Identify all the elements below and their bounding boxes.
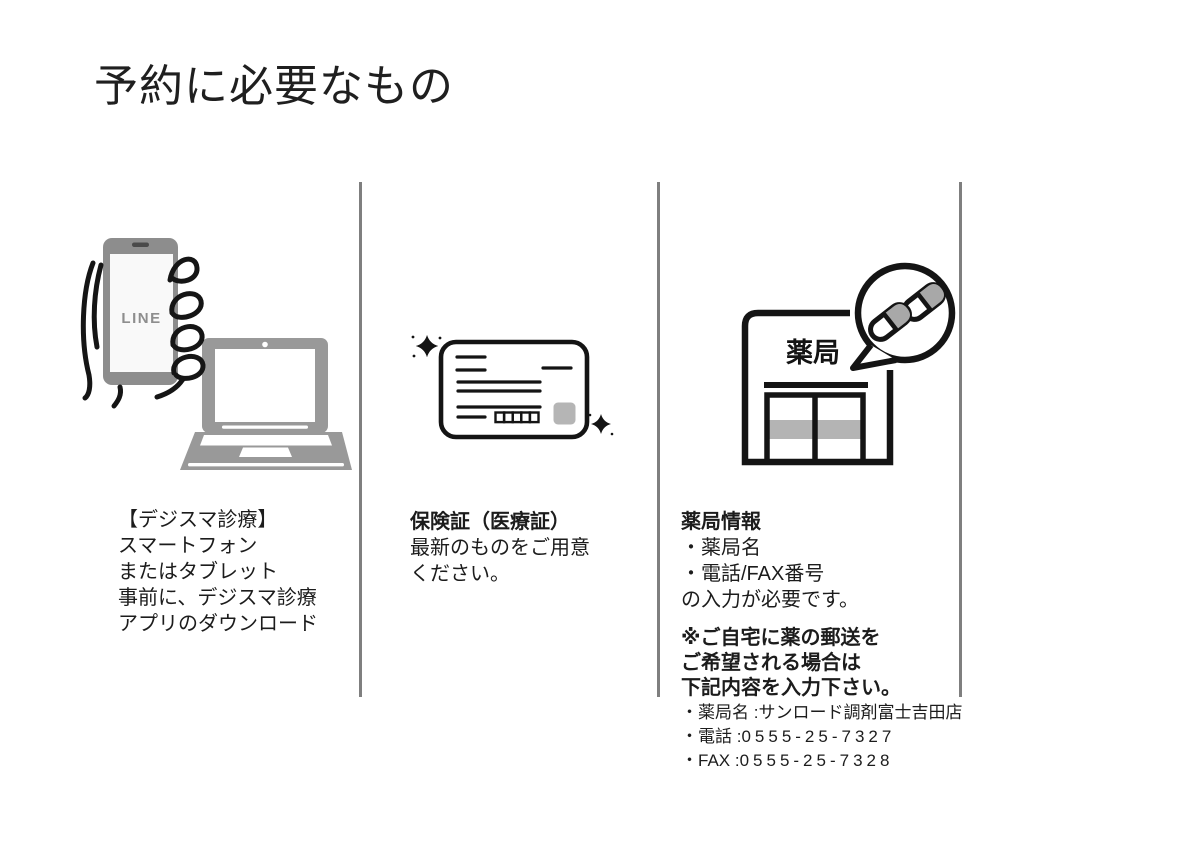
device-line: スマートフォン: [118, 535, 258, 557]
device-line: 【デジスマ診療】: [118, 509, 278, 531]
device-illustration: LINE: [80, 238, 352, 470]
speaker-slot: [132, 242, 149, 247]
insurance-card-illustration: [411, 335, 614, 440]
number-boxes: [494, 411, 540, 424]
phone-screen-label: LINE: [121, 310, 161, 327]
fax-number-detail: ・FAX :0555-25-7328: [681, 751, 894, 770]
webcam-dot: [262, 341, 268, 348]
sparkle-icon: [411, 335, 442, 358]
column-divider: [959, 182, 962, 697]
insurance-line: 最新のものをご用意: [410, 537, 590, 559]
insurance-line: ください。: [410, 563, 510, 585]
column-divider: [359, 182, 362, 697]
insurance-heading: 保険証（医療証）: [410, 511, 570, 533]
insurance-text: 保険証（医療証） 最新のものをご用意 ください。: [410, 509, 590, 587]
pharmacy-illustration: 薬局: [741, 262, 956, 466]
phone-number-detail: ・電話 :0555-25-7327: [681, 727, 896, 746]
note-line: 下記内容を入力下さい。: [681, 677, 901, 699]
card-stamp: [553, 402, 576, 425]
pharmacy-name-detail: ・薬局名 :サンロード調剤富士吉田店: [681, 703, 963, 722]
device-line: アプリのダウンロード: [118, 613, 318, 635]
smartphone-icon: LINE: [103, 238, 178, 385]
speech-bubble-icon: [850, 262, 956, 371]
note-line: ご希望される場合は: [681, 652, 861, 674]
pharmacy-line: ・電話/FAX番号: [681, 563, 825, 585]
pharmacy-info-text: 薬局情報 ・薬局名 ・電話/FAX番号 の入力が必要です。: [681, 509, 859, 613]
pharmacy-building-icon: 薬局: [741, 309, 894, 466]
device-requirements-text: 【デジスマ診療】 スマートフォン またはタブレット 事前に、デジスマ診療 アプリ…: [118, 507, 318, 637]
note-line: ※ご自宅に薬の郵送を: [681, 627, 881, 649]
pharmacy-heading: 薬局情報: [681, 511, 761, 533]
pharmacy-line: ・薬局名: [681, 537, 761, 559]
device-line: またはタブレット: [118, 561, 278, 583]
mailing-note-text: ※ご自宅に薬の郵送を ご希望される場合は 下記内容を入力下さい。 ・薬局名 :サ…: [681, 626, 962, 773]
laptop-icon: [180, 338, 352, 470]
device-line: 事前に、デジスマ診療: [118, 587, 317, 609]
pills-icon: [868, 282, 946, 342]
insurance-card-icon: [438, 339, 590, 440]
pharmacy-sign-label: 薬局: [786, 338, 840, 368]
hand-holding-icon: [80, 256, 206, 409]
page-title: 予約に必要なもの: [94, 62, 454, 111]
sparkle-icon: [588, 413, 614, 436]
pharmacy-line: の入力が必要です。: [681, 589, 859, 611]
column-divider: [657, 182, 660, 697]
